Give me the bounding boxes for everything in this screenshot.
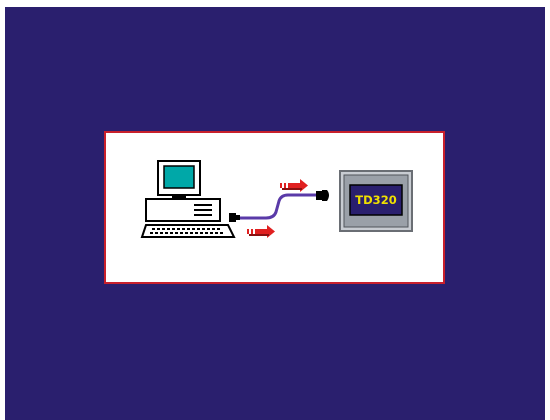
connection-illustration: TD320	[106, 133, 443, 282]
data-arrow-lower	[247, 225, 275, 238]
connection-dialog: TD320	[104, 131, 445, 284]
device-label: TD320	[355, 193, 396, 207]
data-arrow-upper	[280, 179, 308, 192]
serial-cable-icon	[240, 195, 316, 218]
desktop-computer-icon	[142, 161, 234, 237]
device-plug-icon	[316, 190, 329, 201]
pc-connector-icon	[229, 213, 240, 222]
app-screen: TD320	[5, 7, 545, 420]
operator-panel-icon: TD320	[340, 171, 412, 231]
pc-monitor-screen	[164, 166, 194, 188]
